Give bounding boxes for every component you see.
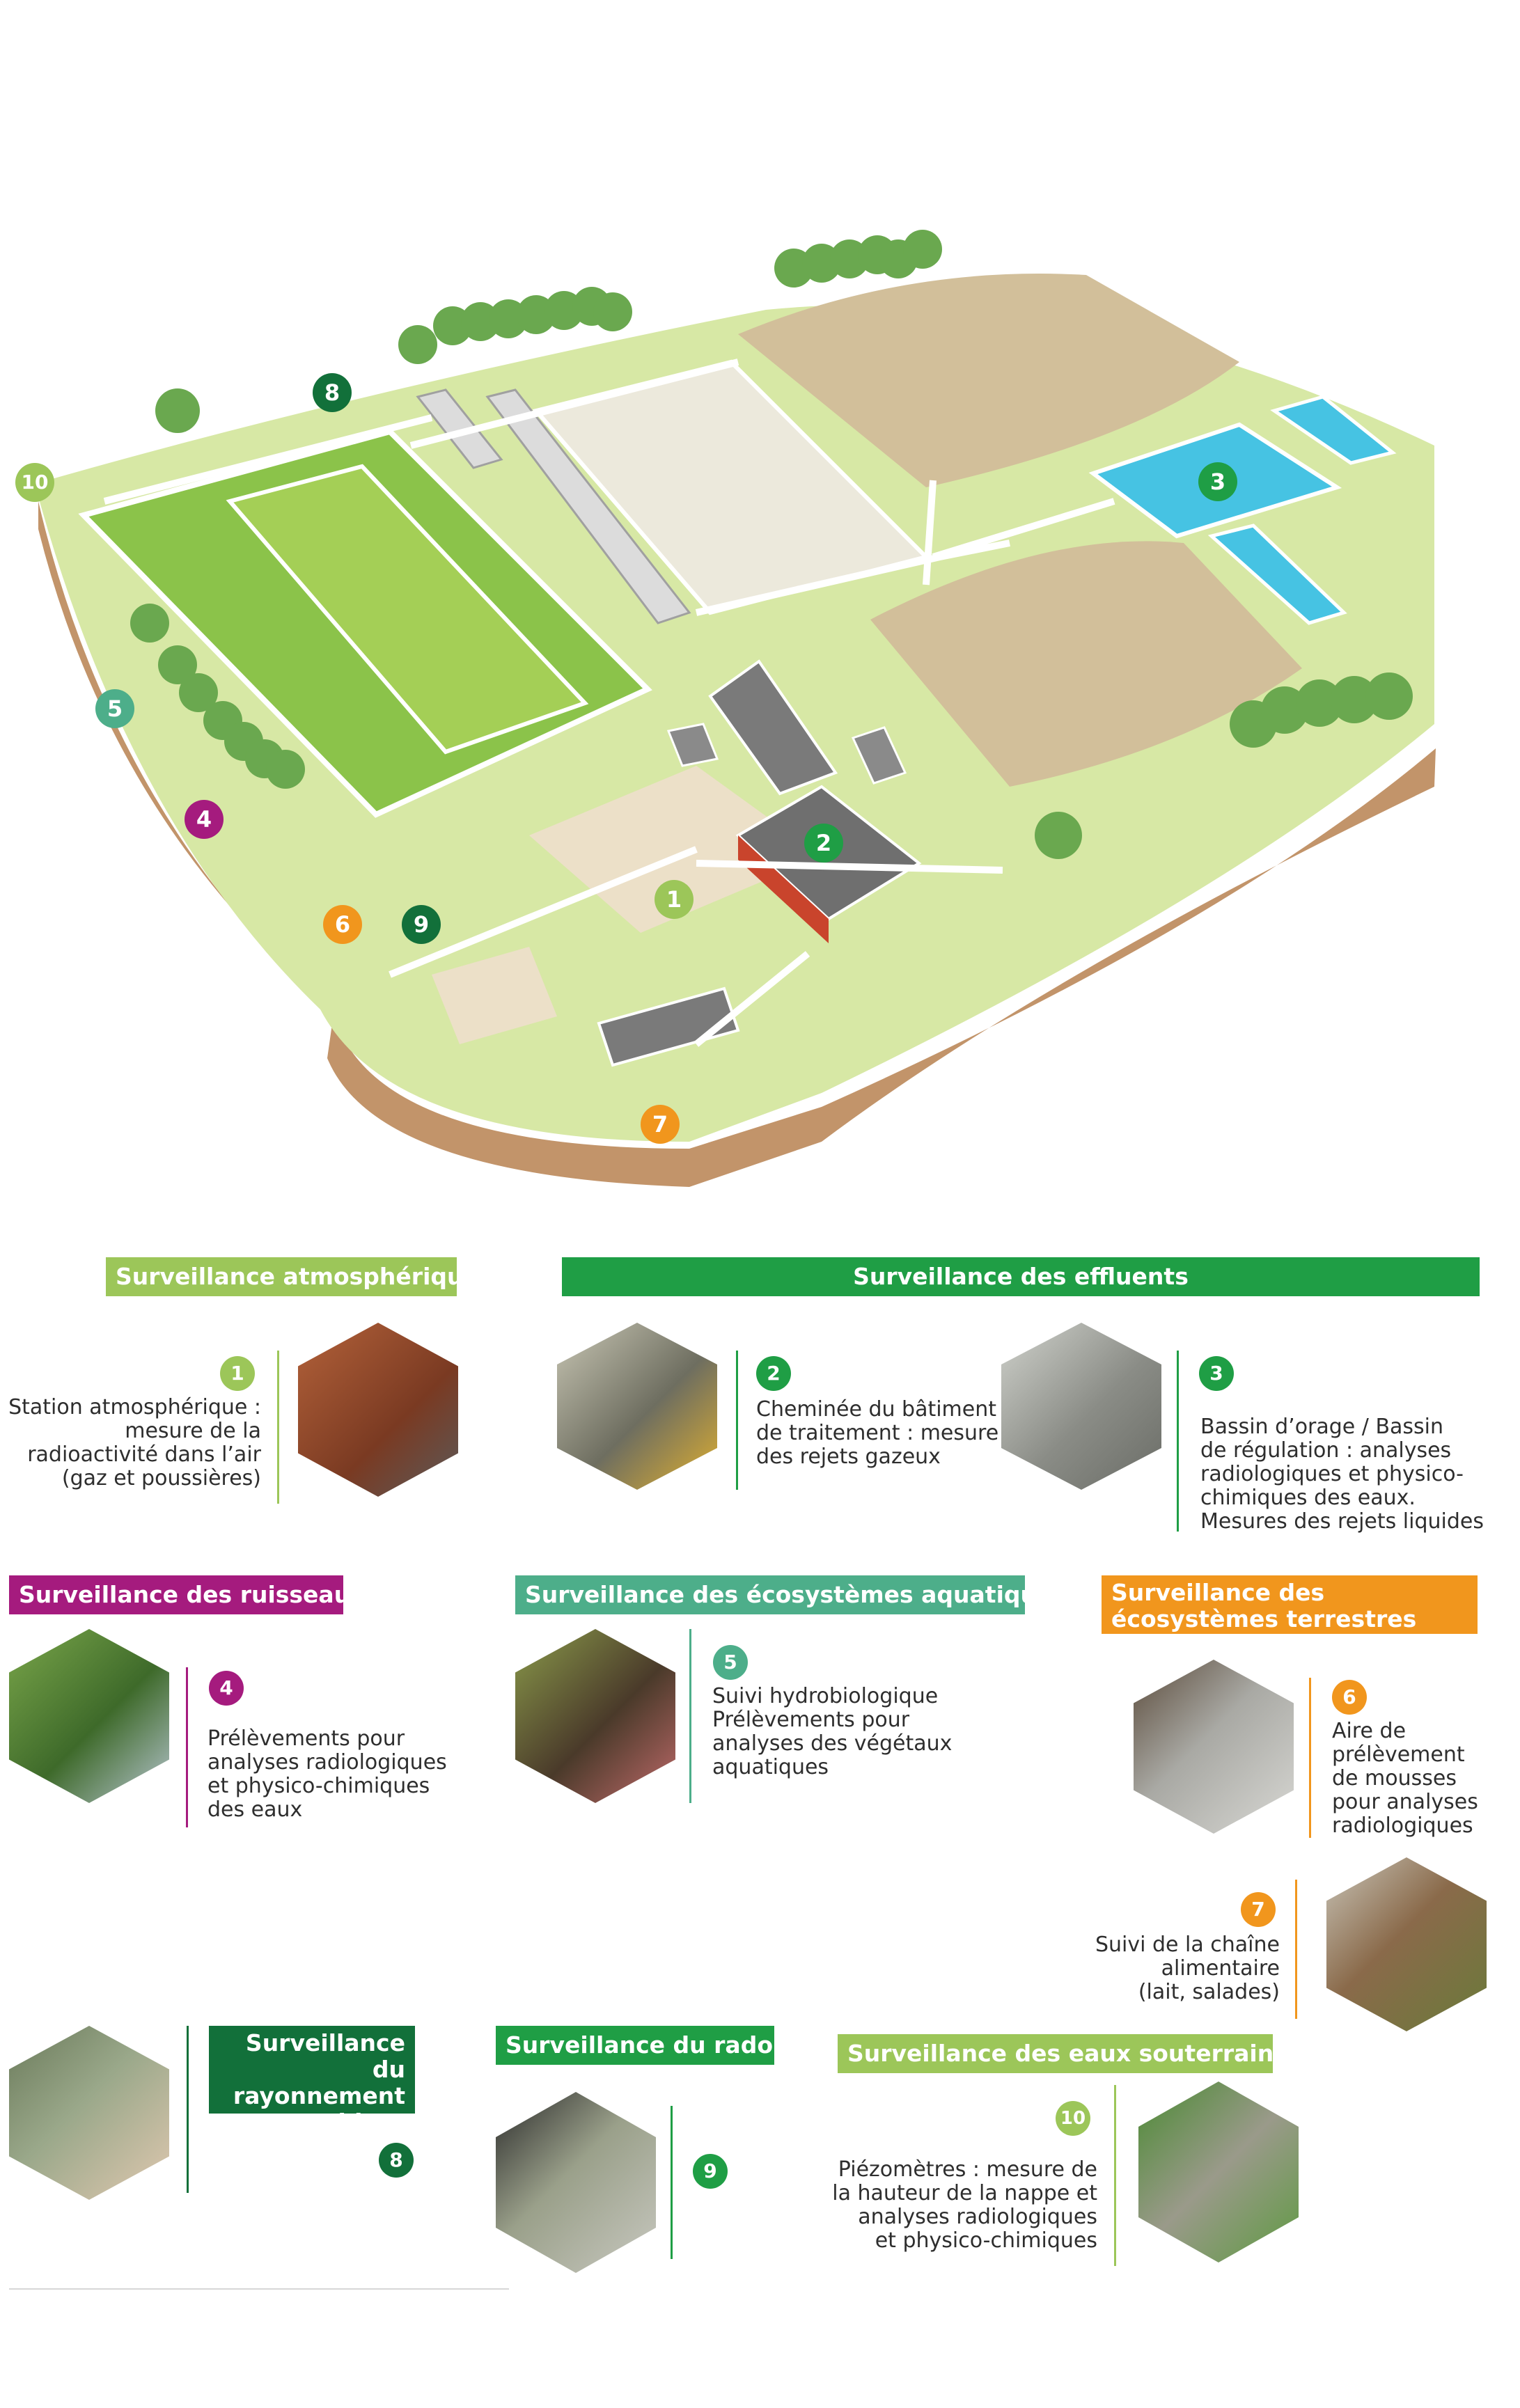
footer-rule <box>9 2288 509 2290</box>
desc-3: Bassin d’orage / Bassin de régulation : … <box>1200 1415 1484 1534</box>
greenhouse-short <box>416 388 503 469</box>
map-marker-9: 9 <box>402 905 441 944</box>
pool-small-top <box>1270 395 1397 465</box>
header-ruisseaux: Surveillance des ruisseaux <box>9 1575 343 1614</box>
map-marker-7: 7 <box>641 1105 680 1144</box>
header-terrestres: Surveillance des écosystèmes terrestres <box>1102 1575 1478 1634</box>
map-marker-10: 10 <box>15 463 54 502</box>
badge-2: 2 <box>756 1356 791 1391</box>
desc-2: Cheminée du bâtiment de traitement : mes… <box>756 1397 999 1469</box>
map-marker-3: 3 <box>1198 462 1237 501</box>
map-marker-5: 5 <box>95 689 134 728</box>
desc-10: Piézomètres : mesure de la hauteur de la… <box>832 2157 1097 2253</box>
badge-6: 6 <box>1332 1680 1367 1715</box>
photo-sampling-cabinet <box>1001 1323 1161 1490</box>
header-rayonnement: Surveillance du rayonnement ambiant <box>209 2026 415 2114</box>
map-marker-6: 6 <box>323 905 362 944</box>
badge-1: 1 <box>220 1356 255 1391</box>
greenhouse-long <box>485 388 691 624</box>
header-atmospherique: Surveillance atmosphérique <box>106 1257 457 1296</box>
badge-8: 8 <box>379 2143 414 2178</box>
desc-4: Prélèvements pour analyses radiologiques… <box>207 1726 447 1822</box>
photo-moss-sampling <box>1134 1660 1294 1834</box>
photo-stream-sampling <box>9 1629 169 1803</box>
pool-small-bottom <box>1207 524 1347 625</box>
photo-chimney-monitor <box>557 1323 717 1490</box>
photo-radon-detector <box>496 2092 656 2273</box>
header-aquatiques: Surveillance des écosystèmes aquatiques <box>515 1575 1025 1614</box>
divider-5 <box>689 1629 691 1803</box>
building-lower <box>597 986 740 1067</box>
divider-1 <box>277 1351 279 1504</box>
desc-1: Station atmosphérique : mesure de la rad… <box>8 1395 261 1490</box>
desc-5: Suivi hydrobiologique Prélèvements pour … <box>712 1684 953 1779</box>
earth-mound-right <box>870 541 1302 787</box>
photo-atmospheric-station <box>298 1323 458 1497</box>
divider-2 <box>736 1351 738 1490</box>
building-small <box>851 726 907 785</box>
tree-row-left <box>130 604 305 789</box>
divider-7 <box>1295 1880 1297 2019</box>
building-small-2 <box>666 723 719 767</box>
desc-7: Suivi de la chaîne alimentaire (lait, sa… <box>1095 1933 1280 2004</box>
badge-4: 4 <box>209 1671 244 1706</box>
road <box>103 359 1115 1047</box>
desc-6: Aire de prélèvement de mousses pour anal… <box>1332 1719 1478 1838</box>
site-map <box>35 230 1436 1187</box>
divider-9 <box>671 2106 673 2259</box>
photo-food-chain-field <box>1326 1857 1487 2031</box>
map-marker-8: 8 <box>313 373 352 412</box>
divider-4 <box>186 1667 188 1827</box>
badge-9: 9 <box>693 2154 728 2189</box>
earth-mound-top <box>738 274 1239 487</box>
tree-row-right <box>1035 672 1413 859</box>
badge-3: 3 <box>1199 1356 1234 1391</box>
yard-lower <box>432 947 557 1044</box>
building-treatment <box>708 659 838 796</box>
tree-row-top <box>155 230 942 433</box>
map-marker-2: 2 <box>804 824 843 863</box>
photo-dosimeter-hand <box>9 2026 169 2200</box>
divider-3 <box>1177 1351 1179 1532</box>
badge-5: 5 <box>713 1645 748 1680</box>
crop-field-inner <box>226 464 589 755</box>
divider-8 <box>187 2026 189 2193</box>
header-souterraines: Surveillance des eaux souterraines <box>838 2034 1273 2073</box>
divider-10 <box>1114 2085 1116 2266</box>
photo-piezometer <box>1138 2082 1299 2263</box>
badge-7: 7 <box>1241 1892 1276 1927</box>
map-marker-1: 1 <box>655 880 694 919</box>
badge-10: 10 <box>1056 2101 1090 2136</box>
map-marker-4: 4 <box>185 800 224 839</box>
divider-6 <box>1309 1678 1311 1838</box>
photo-aquatic-sampling <box>515 1629 675 1803</box>
header-effluents: Surveillance des effluents <box>562 1257 1480 1296</box>
header-radon: Surveillance du radon <box>496 2026 774 2065</box>
